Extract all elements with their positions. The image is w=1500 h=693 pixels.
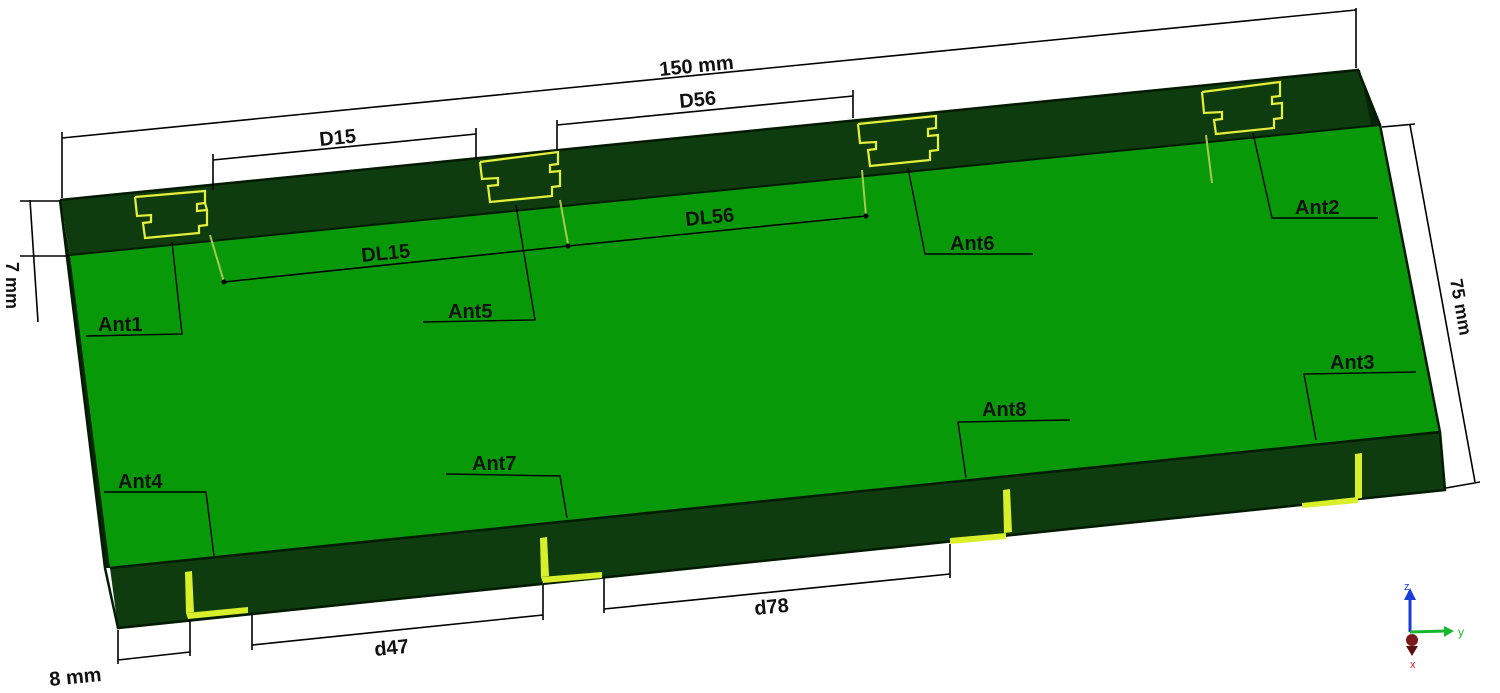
back-bottom-edge [69,124,1381,256]
dim-line-dl15 [223,245,569,283]
dim-line-edge [117,651,191,661]
z-axis-head [1404,588,1416,600]
antenna-2-shape [1200,80,1284,136]
leader-ant8 [957,419,1071,479]
leader-ant5 [422,204,536,323]
label-ant1: Ant1 [98,314,142,336]
leader-ant3 [1303,371,1417,441]
label-d78: d78 [753,595,789,620]
y-axis-label: y [1458,625,1464,639]
dim-line-d56 [556,95,854,126]
label-d47: d47 [373,636,409,661]
dim-line-height [29,199,39,323]
leader-ant6 [907,167,1033,255]
antenna-1-feed [209,234,225,283]
dl15-endpoint [221,279,227,285]
antenna-6-feed [861,169,867,217]
label-length: 150 mm [658,52,734,81]
back-wall [60,70,1380,255]
leader-ant1 [85,241,183,337]
board-outline [58,68,1447,630]
label-ant3: Ant3 [1330,352,1374,374]
label-ant4: Ant4 [118,471,163,493]
dim-line-length [61,9,1357,139]
antenna-8-shape [950,489,1012,544]
label-ant7: Ant7 [472,453,516,475]
y-axis-arrow [1409,629,1447,634]
antenna-5-shape [478,150,562,204]
antenna-1-shape [133,189,209,240]
dim-tick-width-bottom [1445,481,1481,489]
z-axis-label: z [1404,581,1410,593]
label-dl15: DL15 [360,240,411,267]
antenna-6-shape [856,114,940,168]
dim-line-d78 [603,573,951,610]
antenna-2-feed [1205,134,1213,184]
dl56-endpoint [863,213,869,219]
x-axis-label: x [1410,659,1416,671]
antenna-5-feed [559,199,569,245]
label-d15: D15 [318,125,357,150]
board-surface [70,125,1440,568]
antenna-3-shape [1302,453,1362,508]
label-ant6: Ant6 [950,233,994,255]
label-dl56: DL56 [684,204,735,231]
x-axis-dot [1406,634,1418,646]
front-top-edge [109,430,1441,570]
dim-line-dl56 [567,215,867,247]
antenna-7-shape [540,537,602,583]
front-wall [110,432,1445,628]
label-ant5: Ant5 [448,301,492,323]
label-height: 7 mm [2,262,22,309]
label-ant2: Ant2 [1295,197,1339,219]
label-ant8: Ant8 [982,399,1026,421]
antenna-4-shape [185,571,248,619]
dim-line-d15 [212,133,477,161]
dim-line-d47 [251,614,544,646]
axis-triad: z y x [1404,581,1464,671]
y-axis-head [1444,626,1454,637]
label-width: 75 mm [1446,277,1476,337]
dim-line-width [1409,124,1476,483]
leader-ant2 [1252,132,1378,219]
label-edge: 8 mm [48,664,102,691]
leader-ant7 [445,473,568,519]
leader-ant4 [104,491,215,557]
x-axis-head [1406,646,1418,656]
label-d56: D56 [678,87,717,112]
dim-tick-width-top [1381,123,1416,128]
